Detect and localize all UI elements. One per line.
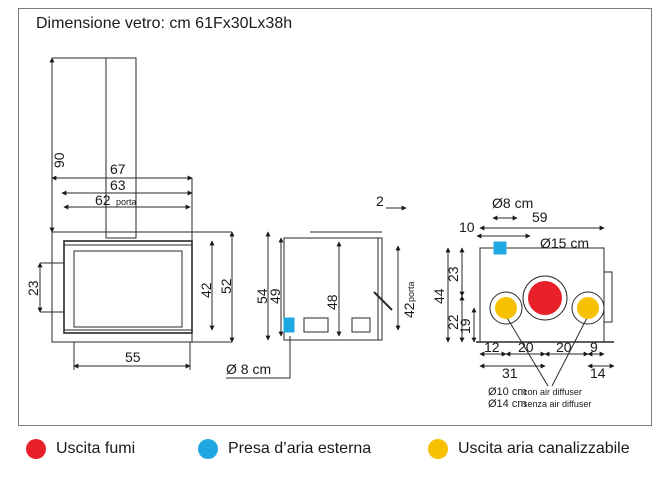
rear-dim-d15: Ø15 cm xyxy=(540,235,589,251)
rear-ducted-air-left-ring xyxy=(489,291,523,325)
legend-air-intake: Presa d’aria esterna xyxy=(198,438,371,460)
rear-dim-d8: Ø8 cm xyxy=(492,195,533,211)
ducted-air-dot-icon xyxy=(428,439,448,459)
front-chimney xyxy=(105,57,137,239)
legend-air-intake-label: Presa d’aria esterna xyxy=(228,440,372,457)
smoke-dot-icon xyxy=(26,439,46,459)
rear-note-leader-right xyxy=(551,315,589,387)
side-air-intake-label: Ø 8 cm xyxy=(226,361,271,377)
side-dim-42: 42 xyxy=(401,302,417,318)
legend-smoke-label: Uscita fumi xyxy=(56,440,136,457)
front-dim-23: 23 xyxy=(25,280,41,296)
side-air-intake xyxy=(283,317,295,333)
rear-ducted-air-right-ring xyxy=(571,291,605,325)
side-dim-54: 54 xyxy=(254,288,270,304)
rear-ducted-air-right xyxy=(577,297,599,319)
rear-right-flange xyxy=(603,271,613,323)
rear-air-intake xyxy=(493,241,507,255)
rear-note-14cm-prefix: Ø14 cm xyxy=(488,398,527,410)
front-firebox xyxy=(63,240,193,334)
front-dim-90: 90 xyxy=(51,152,67,168)
rear-dim-22: 22 xyxy=(445,314,461,330)
side-view xyxy=(226,205,407,379)
glass-dimensions-title: Dimensione vetro: cm 61Fx30Lx38h xyxy=(36,15,293,32)
front-dim-55: 55 xyxy=(125,349,141,365)
rear-view xyxy=(445,215,615,387)
rear-dim-59: 59 xyxy=(532,209,548,225)
rear-ducted-air-left xyxy=(495,297,517,319)
side-air-intake-leader xyxy=(226,336,291,379)
front-body-outline xyxy=(51,231,193,343)
rear-smoke-outlet xyxy=(528,281,562,315)
rear-dim-20b: 20 xyxy=(556,339,572,355)
rear-dim-10: 10 xyxy=(459,219,475,235)
air-intake-dot-icon xyxy=(198,439,218,459)
rear-dim-44: 44 xyxy=(431,288,447,304)
drawing-frame xyxy=(18,8,652,426)
front-dim-52: 52 xyxy=(218,278,234,294)
front-glass xyxy=(73,250,183,328)
rear-note-10cm-prefix: Ø10 cm xyxy=(488,386,527,398)
front-dim-63: 63 xyxy=(110,177,126,193)
side-vent-grille-2 xyxy=(351,317,371,333)
rear-dim-9: 9 xyxy=(590,339,598,355)
rear-note-leader-left xyxy=(505,315,549,387)
rear-dim-14: 14 xyxy=(590,365,606,381)
side-door-handle xyxy=(373,291,393,311)
legend-ducted-air-label: Uscita aria canalizzabile xyxy=(458,440,630,457)
side-dim-49: 49 xyxy=(267,288,283,304)
rear-note-10cm-text: con air diffuser xyxy=(523,387,582,397)
side-dim-2: 2 xyxy=(376,193,384,209)
front-dim-62-note: porta xyxy=(116,197,137,207)
front-dim-42: 42 xyxy=(198,282,214,298)
side-body-outline xyxy=(283,237,383,341)
legend-ducted-air: Uscita aria canalizzabile xyxy=(428,438,630,460)
side-vent-grille-1 xyxy=(303,317,329,333)
rear-note-14cm-text: senza air diffuser xyxy=(523,399,591,409)
rear-smoke-outlet-ring xyxy=(522,275,568,321)
legend-smoke: Uscita fumi xyxy=(26,438,135,460)
front-dim-67: 67 xyxy=(110,161,126,177)
rear-dim-20a: 20 xyxy=(518,339,534,355)
front-dim-62: 62 xyxy=(95,192,111,208)
side-dim-48: 48 xyxy=(324,294,340,310)
rear-dim-12: 12 xyxy=(484,339,500,355)
rear-dim-19: 19 xyxy=(457,318,473,334)
side-dim-42-note: porta xyxy=(406,281,416,302)
front-view xyxy=(37,57,235,370)
rear-dim-23: 23 xyxy=(445,266,461,282)
rear-dim-31: 31 xyxy=(502,365,518,381)
